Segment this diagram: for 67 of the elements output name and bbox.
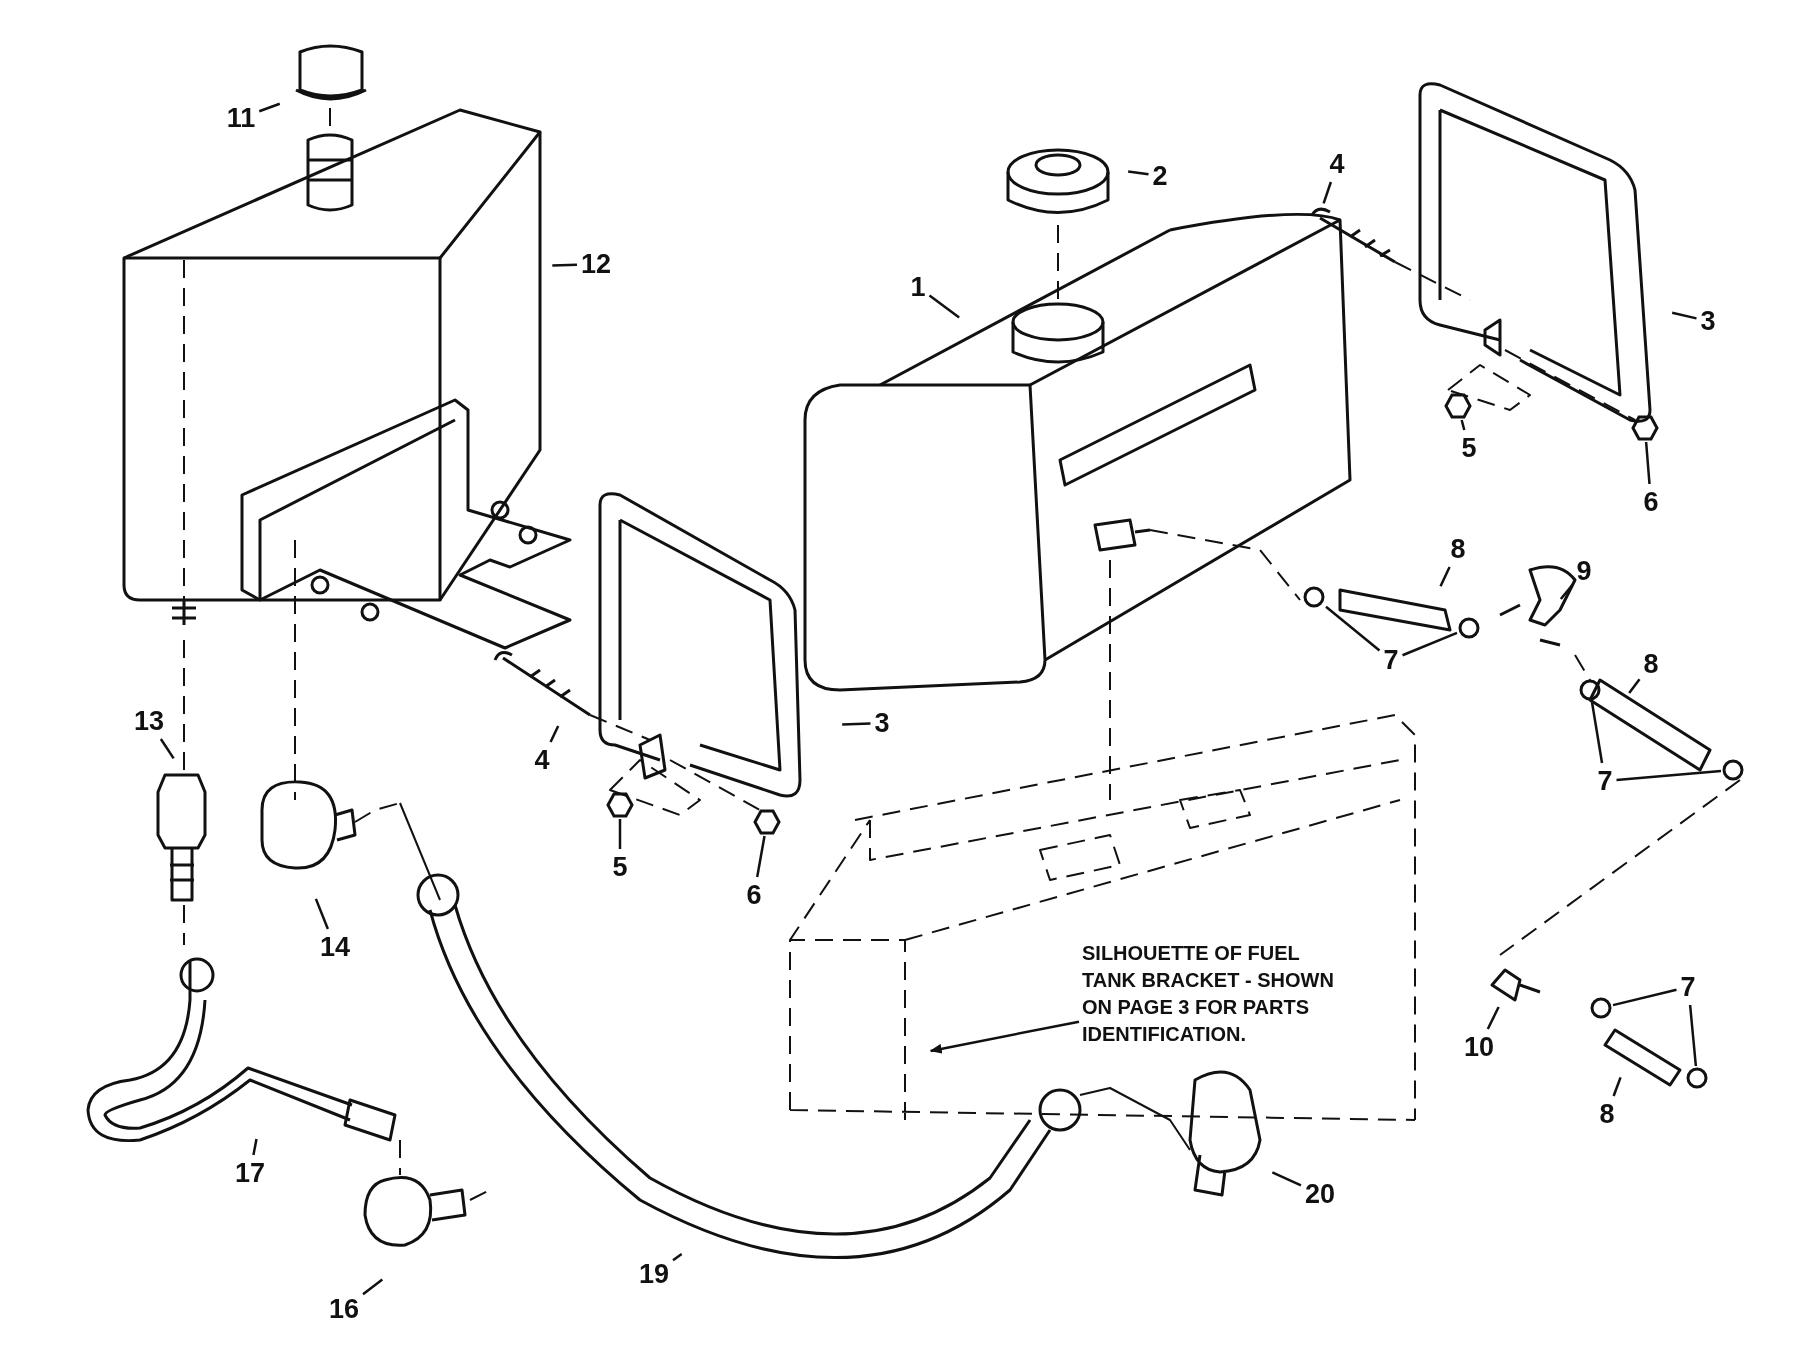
- callout-number: 7: [1382, 645, 1400, 675]
- leader-line: [252, 1138, 258, 1156]
- hose-clamp: [1686, 1067, 1708, 1089]
- hose-clamp: [1303, 586, 1325, 608]
- hose-clamp: [1458, 617, 1480, 639]
- callout-number: 2: [1151, 161, 1169, 191]
- hex-nut: [753, 809, 781, 835]
- leader-line: [1688, 1004, 1698, 1067]
- callout-number: 9: [1575, 556, 1593, 586]
- leader-line: [928, 294, 960, 319]
- leader-line: [552, 263, 578, 267]
- hex-nut: [606, 792, 634, 818]
- callout-number: 20: [1304, 1179, 1336, 1209]
- callout-number: 3: [1699, 306, 1717, 336]
- hose-clamp: [1579, 679, 1601, 701]
- leader-line: [1325, 605, 1381, 652]
- callout-number: 5: [611, 852, 629, 882]
- callout-number: 10: [1463, 1032, 1495, 1062]
- leader-line: [1271, 1171, 1302, 1187]
- leader-line: [1612, 1076, 1622, 1097]
- callout-number: 12: [580, 249, 612, 279]
- leader-line: [1628, 678, 1641, 694]
- leader-line: [314, 898, 330, 930]
- leader-line: [1559, 584, 1574, 600]
- callout-number: 1: [909, 272, 927, 302]
- leader-line: [159, 738, 175, 759]
- leader-line: [842, 722, 871, 726]
- hose-clamp: [1590, 997, 1612, 1019]
- leader-line: [1402, 631, 1458, 657]
- callout-number: 13: [133, 706, 165, 736]
- hose-clamp: [1722, 759, 1744, 781]
- leader-line: [672, 1253, 683, 1262]
- callout-number: 3: [873, 708, 891, 738]
- leader-line: [362, 1278, 384, 1296]
- leader-line: [755, 835, 766, 878]
- note-text: SILHOUETTE OF FUEL TANK BRACKET - SHOWN ON PAGE 3 FOR PARTS IDENTIFICATION.: [1082, 940, 1357, 1048]
- callout-number: 8: [1642, 649, 1660, 679]
- callout-number: 19: [638, 1259, 670, 1289]
- leader-line: [1460, 419, 1466, 431]
- callout-number: 7: [1679, 972, 1697, 1002]
- hex-nut: [1444, 393, 1472, 419]
- callout-number: 7: [1596, 766, 1614, 796]
- callout-number: 11: [225, 103, 257, 133]
- callout-number: 16: [328, 1294, 360, 1324]
- hex-nut: [1631, 415, 1659, 441]
- leader-line: [1590, 701, 1604, 764]
- callout-number: 8: [1598, 1099, 1616, 1129]
- callout-number: 5: [1460, 433, 1478, 463]
- callout-number: 8: [1449, 534, 1467, 564]
- leader-line: [1128, 170, 1149, 176]
- callout-number: 4: [533, 745, 551, 775]
- callout-number: 6: [1642, 487, 1660, 517]
- leader-line: [1439, 566, 1451, 587]
- leader-line: [258, 102, 281, 113]
- callout-number: 4: [1328, 149, 1346, 179]
- leader-line: [1616, 769, 1722, 782]
- callout-number: 14: [319, 932, 351, 962]
- leader-line: [1671, 311, 1697, 320]
- leader-line: [549, 725, 560, 743]
- leader-line: [1644, 441, 1651, 485]
- leader-line: [1612, 988, 1677, 1007]
- leader-line: [1486, 1006, 1500, 1030]
- pointer-arrow: [929, 1020, 1080, 1054]
- leader-line: [1322, 181, 1333, 204]
- callout-number: 6: [745, 880, 763, 910]
- leader-line: [618, 819, 622, 849]
- callout-number: 17: [234, 1158, 266, 1188]
